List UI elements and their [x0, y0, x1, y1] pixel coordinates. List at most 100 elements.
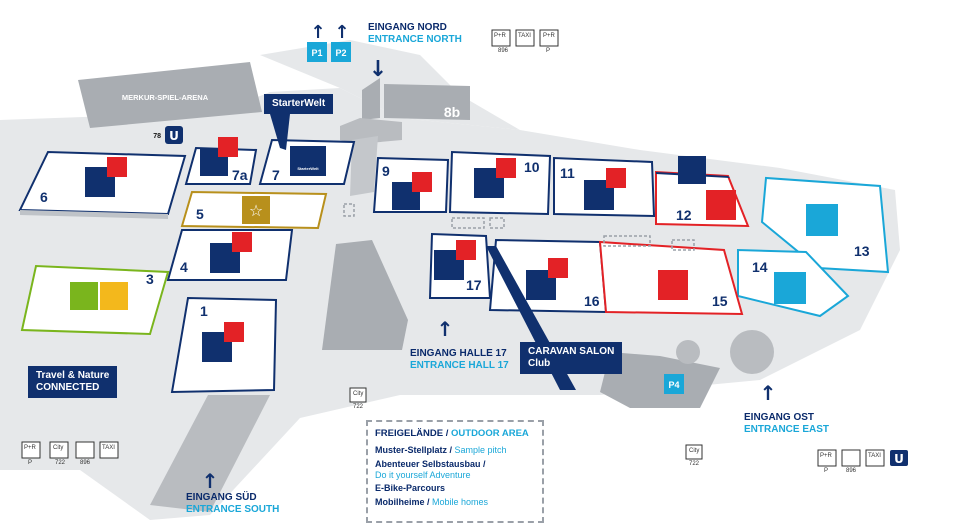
bus-number-southeast: 896 — [846, 468, 857, 474]
hall-6-number: 6 — [40, 189, 48, 205]
svg-text:↑: ↑ — [310, 22, 325, 43]
caravan-icon — [107, 157, 127, 177]
transport-center — [349, 387, 367, 403]
taxi-label: TAXI — [518, 33, 531, 39]
p1-label: P1 — [311, 48, 322, 58]
parking-p-label: P — [28, 460, 33, 466]
outdoor-area-legend: FREIGELÄNDE / OUTDOOR AREA Muster-Stellp… — [366, 420, 544, 523]
hall-14[interactable]: 14 — [737, 248, 850, 318]
hall-3[interactable]: 3 — [20, 264, 170, 336]
caravan-icon — [218, 137, 238, 157]
bus-number-center: 722 — [353, 404, 364, 410]
parking-p-label: P — [824, 468, 829, 474]
hall-5[interactable]: 5 ☆ — [180, 190, 328, 230]
navigation-icon — [70, 282, 98, 310]
hall-14-number: 14 — [752, 259, 768, 275]
parking-p-label: P — [546, 48, 551, 54]
svg-text:U: U — [894, 452, 904, 466]
hall-12-number: 12 — [676, 207, 692, 223]
hall-15-number: 15 — [712, 293, 728, 309]
center-building — [322, 240, 408, 350]
hall-13[interactable]: 13 — [760, 176, 890, 274]
taxi-label: TAXI — [868, 453, 881, 459]
city-label: City — [689, 448, 700, 454]
caravan-icon — [548, 258, 568, 278]
parking-north[interactable]: ↑ ↑ P1 P2 — [307, 22, 351, 62]
hall-11-number: 11 — [560, 165, 575, 181]
tram-icon — [890, 450, 908, 466]
city-label: City — [353, 391, 364, 397]
hall-13-number: 13 — [854, 243, 870, 259]
svg-text:↑: ↑ — [334, 22, 349, 43]
hall-5-number: 5 — [196, 206, 204, 222]
hall-12[interactable]: 12 — [655, 156, 750, 228]
caravan-icon — [232, 232, 252, 252]
mobile-phone-icon — [774, 272, 806, 304]
starterwelt-logo — [290, 146, 326, 176]
starterwelt-pointer — [270, 114, 290, 150]
hall-10[interactable]: 10 — [448, 150, 552, 216]
hall17-entrance-arrow: ↑ — [437, 317, 454, 341]
star-icon — [242, 196, 270, 224]
star-glyph: ☆ — [249, 201, 263, 220]
hall-10-number: 10 — [524, 159, 540, 175]
hall-16-number: 16 — [584, 293, 600, 309]
legend-item: Abenteuer Selbstausbau /Do it yourself A… — [375, 458, 486, 480]
hall-4-number: 4 — [180, 259, 188, 275]
entrance-hall17-label: EINGANG HALLE 17 ENTRANCE HALL 17 — [410, 348, 509, 371]
hall-7[interactable]: 7 StarterWelt — [258, 138, 356, 185]
legend-title: FREIGELÄNDE / OUTDOOR AREA — [375, 428, 529, 439]
transport-southwest — [21, 441, 119, 459]
svg-text:U: U — [169, 129, 179, 143]
tent-icon — [100, 282, 128, 310]
hall-6[interactable]: 6 — [18, 150, 187, 219]
hall-4[interactable]: 4 — [166, 229, 294, 281]
legend-item: Mobilheime / Mobile homes — [375, 497, 489, 508]
south-stairs — [150, 395, 270, 512]
entrance-south-label: EINGANG SÜD ENTRANCE SOUTH — [186, 492, 280, 515]
hall-7a-number: 7a — [232, 167, 248, 183]
hall-9-number: 9 — [382, 163, 390, 179]
starterwelt-callout: StarterWelt — [264, 94, 334, 114]
south-entrance-arrow: ↑ — [202, 469, 219, 493]
legend-item: Muster-Stellplatz / Sample pitch — [375, 445, 507, 455]
hall-7a[interactable]: 7a — [184, 137, 258, 185]
hall-17[interactable]: 17 — [428, 232, 492, 299]
caravan-icon — [658, 270, 688, 300]
caravan-salon-club-callout: CARAVAN SALON Club — [520, 342, 623, 374]
hall-1[interactable]: 1 — [170, 296, 278, 394]
entrance-north-label: EINGANG NORD ENTRANCE NORTH — [368, 22, 462, 45]
hall-1-number: 1 — [200, 303, 208, 319]
caravan-icon — [706, 190, 736, 220]
caravan-icon — [606, 168, 626, 188]
caravan-icon — [496, 158, 516, 178]
motorhome-icon — [678, 156, 706, 184]
arena-label: MERKUR-SPIEL-ARENA — [122, 93, 209, 102]
park-ride-label: P+R — [820, 453, 832, 459]
starterwelt-logo-text: StarterWelt — [297, 166, 319, 171]
bus-number-southwest-taxi: 896 — [80, 460, 91, 466]
bus-number-southwest-city: 722 — [55, 460, 66, 466]
caravan-icon — [224, 322, 244, 342]
hall-9[interactable]: 9 — [372, 156, 450, 213]
park-ride-label: P+R — [543, 33, 555, 39]
east-entrance-arrow: ↑ — [760, 381, 777, 405]
outdoor-zones — [343, 203, 695, 251]
bus-number-north: 896 — [498, 48, 509, 54]
hall-17-number: 17 — [466, 277, 482, 293]
park-ride-label: P+R — [24, 445, 36, 451]
taxi-label: TAXI — [102, 445, 115, 451]
transport-north — [491, 29, 559, 47]
north-entrance-arrow: ↓ — [369, 57, 387, 82]
hall-15[interactable]: 15 — [598, 240, 744, 316]
hall-8b-label: 8b — [444, 104, 460, 120]
hall-3-number: 3 — [146, 271, 154, 287]
city-label: City — [53, 445, 64, 451]
tram-icon — [165, 126, 183, 144]
entrance-east-label: EINGANG OST ENTRANCE EAST — [744, 412, 830, 435]
hall-11[interactable]: 11 — [553, 156, 656, 218]
arena-buildings: MERKUR-SPIEL-ARENA 8b — [78, 62, 470, 196]
mobile-phone-icon — [806, 204, 838, 236]
park-ride-label: P+R — [494, 33, 506, 39]
